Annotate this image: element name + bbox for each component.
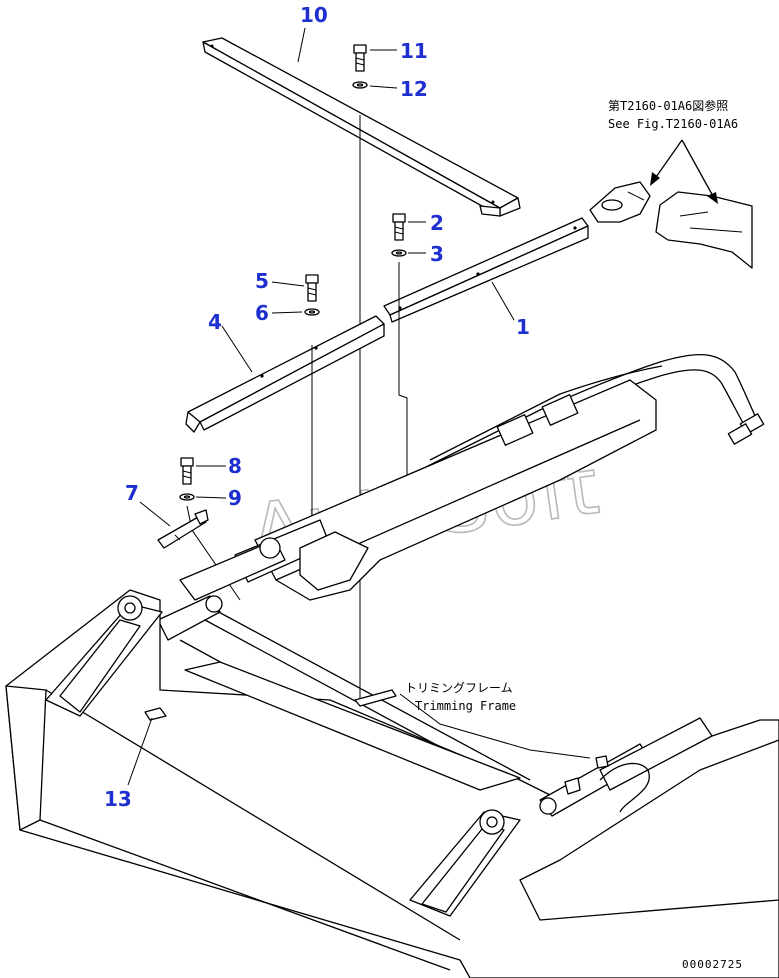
ref-note-en: See Fig.T2160-01A6	[608, 117, 738, 131]
trimming-frame-leader	[399, 693, 591, 759]
part-8-bolt	[180, 457, 194, 485]
callout-6: 6	[255, 301, 269, 325]
callout-5: 5	[255, 269, 269, 293]
callout-11: 11	[400, 39, 428, 63]
lift-arm-assembly	[157, 379, 657, 816]
pivot-pins	[117, 537, 505, 835]
part-7-bracket	[157, 509, 209, 549]
callout-7: 7	[125, 481, 139, 505]
part-5-bolt	[305, 274, 319, 302]
part-12-washer	[352, 81, 368, 89]
part-1-cover-rail	[383, 217, 589, 323]
callout-2: 2	[430, 211, 444, 235]
callout-12: 12	[400, 77, 428, 101]
callout-10: 10	[300, 3, 328, 27]
part-9-washer	[179, 493, 195, 501]
part-6-washer	[304, 308, 320, 316]
callout-3: 3	[430, 242, 444, 266]
ref-bracket-left	[589, 181, 651, 223]
callout-8: 8	[228, 454, 242, 478]
trimming-frame-label-en: Trimming Frame	[415, 699, 516, 713]
callout-leaders	[127, 27, 515, 786]
right-cylinder	[539, 717, 713, 817]
bucket-body	[5, 589, 779, 978]
ref-note-jp: 第T2160-01A6図参照	[608, 98, 728, 113]
trimming-frame-label-jp: トリミングフレーム	[405, 681, 513, 695]
ref-arrows	[650, 139, 718, 204]
part-3-washer	[391, 249, 407, 257]
callout-4: 4	[208, 310, 222, 334]
callout-13: 13	[104, 787, 132, 811]
bolt-2-axis-line	[398, 262, 408, 482]
part-11-bolt	[353, 44, 367, 72]
part-2-bolt	[392, 213, 406, 241]
callout-9: 9	[228, 486, 242, 510]
part-4-cover-rail	[185, 315, 385, 433]
trimming-frame-clip	[354, 689, 397, 707]
ref-bracket-right	[655, 191, 753, 269]
callout-1: 1	[516, 315, 530, 339]
document-number: 00002725	[682, 958, 743, 971]
